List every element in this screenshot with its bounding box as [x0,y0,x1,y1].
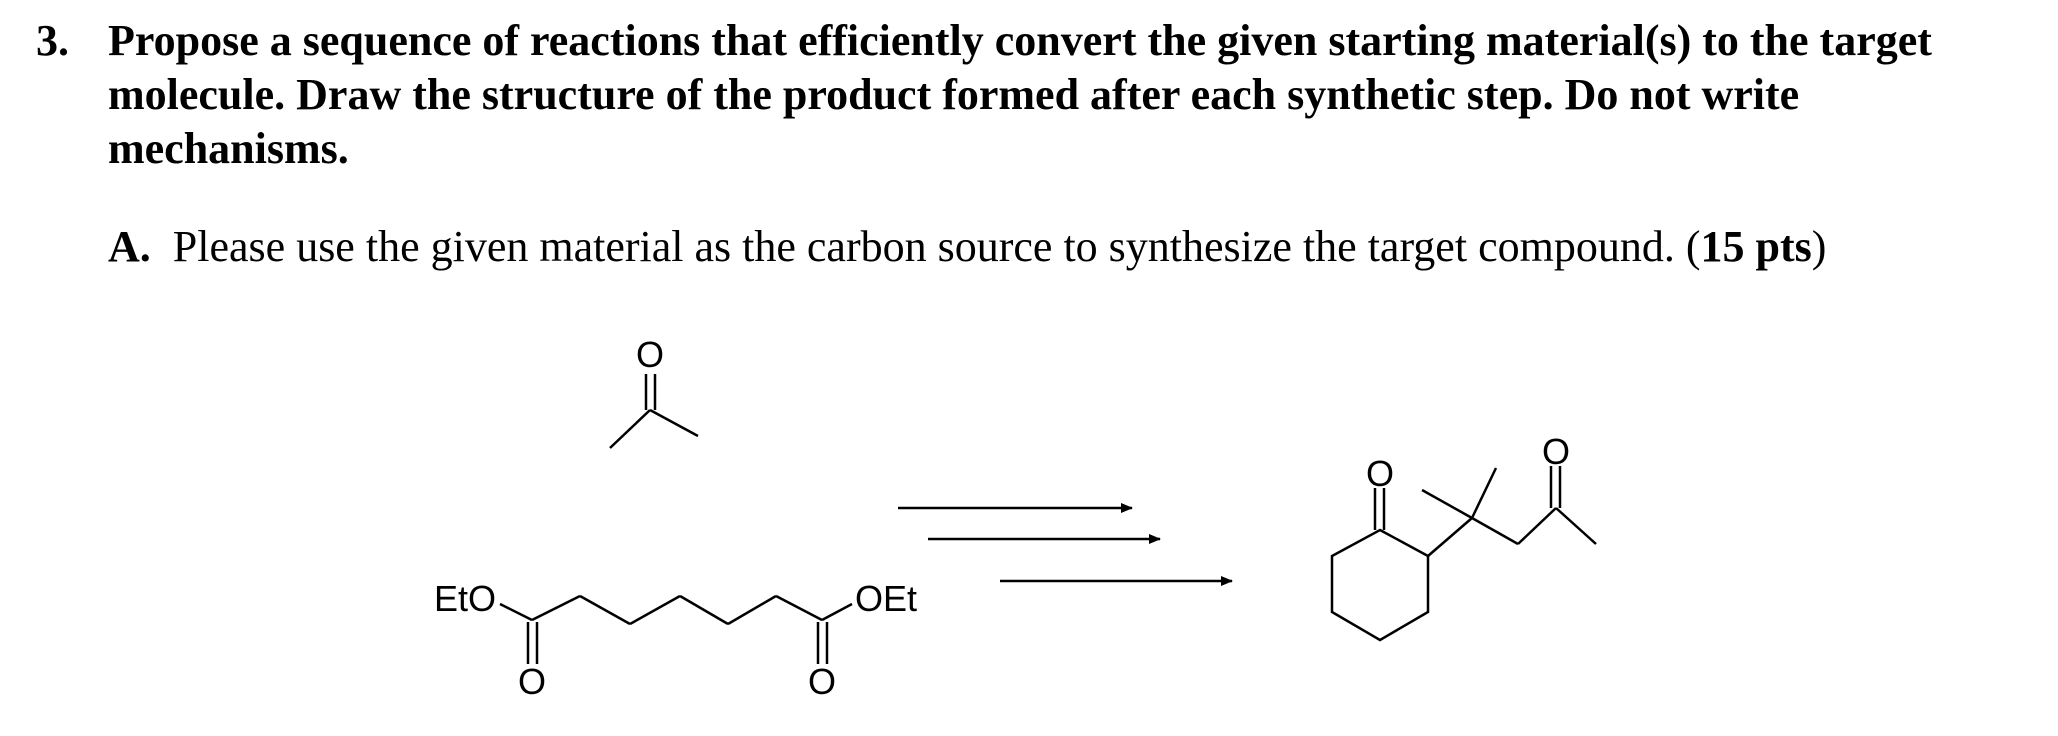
diester-oxygen-bond-right [821,602,853,622]
quaternary-methyl-bond-up [1470,467,1498,519]
question-text: Propose a sequence of reactions that eff… [108,14,2053,176]
diester-chain-bond-1 [531,594,581,622]
part-a-points: 15 pts [1700,222,1812,271]
acetone-structure [609,374,699,449]
diester-structure [499,594,853,664]
part-a-label: A. [108,222,151,271]
cyclohexanone-ring [1330,528,1430,642]
acetone-methyl-bond-left [609,409,651,449]
ch2-to-ketone-bond [1517,507,1557,545]
diester-chain-bond-6 [775,594,823,622]
quaternary-methyl-bond-left [1421,488,1473,520]
part-a-text: Please use the given material as the car… [172,222,1701,271]
diester-right-ethoxy-label: OEt [855,578,917,619]
diester-chain-bond-2 [579,594,631,626]
question-line-1: Propose a sequence of reactions that eff… [108,16,1932,65]
quaternary-to-ch2-bond [1471,516,1519,546]
diester-chain-bond-3 [629,594,681,626]
diester-oxygen-bond-left [499,602,533,622]
product-chain-oxygen-label: O [1542,431,1570,472]
diester-left-ethoxy-label: EtO [434,578,496,619]
acetone-methyl-bond-right [649,408,699,438]
diester-right-oxygen-label: O [808,661,836,702]
question-number: 3. [36,16,69,65]
part-a-prompt: A. Please use the given material as the c… [108,220,1826,274]
question-line-3: mechanisms. [108,124,349,173]
acetone-oxygen-label: O [636,334,664,375]
diester-chain-bond-4 [679,594,729,626]
reaction-arrows [898,503,1233,586]
part-a-close-paren: ) [1811,222,1827,271]
target-compound-structure [1330,466,1597,642]
ring-to-quaternary-bond [1427,517,1473,557]
diester-chain-bond-5 [727,594,777,626]
question-line-2: molecule. Draw the structure of the prod… [108,70,1800,119]
product-ring-oxygen-label: O [1366,453,1394,494]
ketone-methyl-bond [1555,507,1597,545]
diester-left-oxygen-label: O [518,661,546,702]
